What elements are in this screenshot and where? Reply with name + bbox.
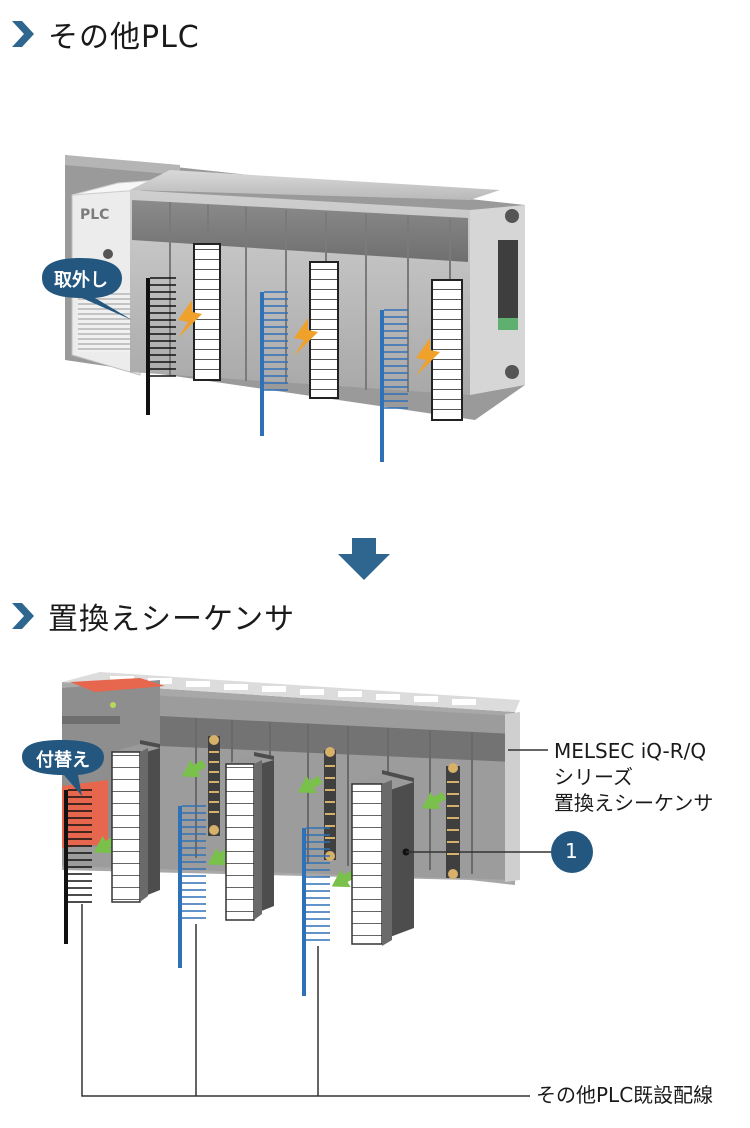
callout-replace-text: 付替え [36, 750, 90, 771]
plc-badge: PLC [80, 207, 110, 223]
callout-remove-text: 取外し [54, 270, 108, 291]
orange-arrow-icon [294, 318, 318, 356]
number-marker-text: 1 [565, 839, 578, 863]
existing-wiring-label: その他PLC既設配線 [536, 1083, 714, 1107]
terminal-block-new [225, 752, 274, 921]
terminal-block-new [111, 740, 160, 903]
wire-bundle-blue [380, 309, 408, 462]
wire-bundle-blue [178, 805, 206, 968]
terminal-block [309, 261, 339, 399]
callout-bubble-remove [42, 258, 132, 320]
green-arrow-icon [421, 791, 447, 810]
orange-arrow-icon [178, 300, 202, 338]
section-title-text: その他PLC [48, 20, 200, 55]
wiring-bracket [81, 904, 530, 1097]
product-label-line-1: MELSEC iQ-R/Q [554, 739, 707, 763]
product-label-line-2: シリーズ [554, 765, 633, 789]
wire-bundle-black [146, 277, 176, 415]
terminal-strip [446, 763, 460, 879]
chevron-right-icon [12, 21, 34, 47]
terminal-block [431, 279, 463, 421]
other-plc-unit [42, 155, 525, 462]
section-title-replacement-sequencer: 置換えシーケンサ [10, 594, 295, 638]
product-label-line-3: 置換えシーケンサ [554, 791, 714, 815]
wire-bundle-blue [302, 827, 330, 996]
terminal-block [193, 243, 221, 381]
number-marker [551, 831, 593, 873]
status-led-icon [103, 249, 113, 259]
terminal-strip [208, 735, 220, 836]
section-title-text: 置換えシーケンサ [48, 602, 296, 637]
terminal-block-new [351, 770, 414, 946]
down-arrow-icon [338, 538, 390, 580]
orange-arrow-icon [416, 338, 440, 376]
wire-bundle-blue [260, 291, 288, 436]
section-title-other-plc: その他PLC [10, 12, 200, 56]
chevron-right-icon [12, 603, 34, 629]
green-arrow-icon [331, 869, 357, 888]
wire-bundle-black [64, 789, 92, 944]
replacement-sequencer-unit [22, 672, 520, 996]
callout-bubble-replace [22, 740, 104, 796]
terminal-strip [324, 747, 336, 861]
connector-port [498, 240, 518, 330]
green-arrow-icon [297, 775, 323, 794]
green-arrow-icon [181, 759, 207, 778]
vent-grille [78, 290, 130, 352]
